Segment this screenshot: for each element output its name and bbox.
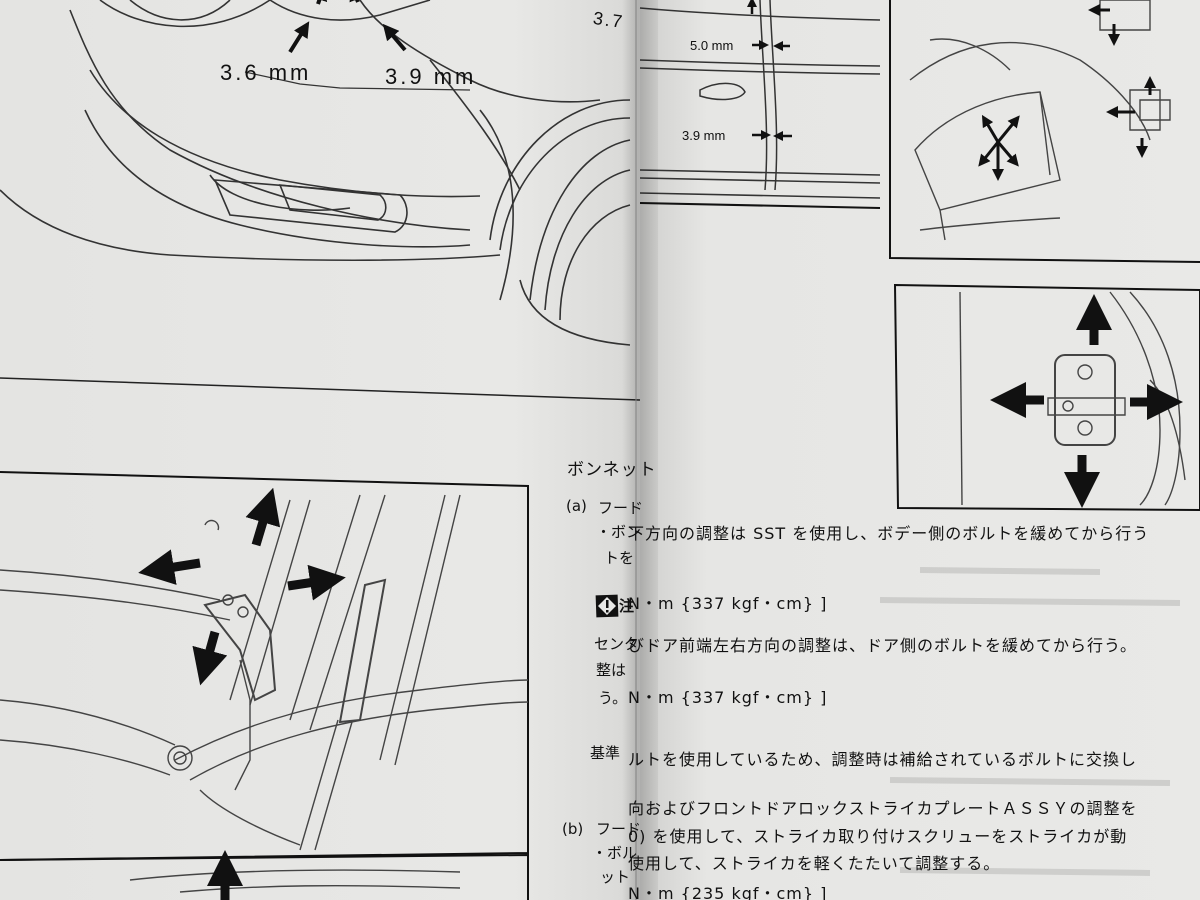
- instruction-line-5: 0) を使用して、ストライカ取り付けスクリューをストライカが動: [628, 827, 1128, 846]
- dimension-label-top: 5.0 mm: [690, 38, 734, 53]
- book-gutter-shadow: [622, 0, 658, 900]
- torque-line-3: N・m {235 kgf・cm} ]: [628, 884, 828, 900]
- torque-line-2: N・m {337 kgf・cm} ]: [628, 688, 828, 707]
- bullet-2: ・ボル: [592, 844, 638, 862]
- dimension-label-bottom: 3.9 mm: [682, 128, 726, 143]
- hood-hinge-diagram: [0, 471, 529, 861]
- striker-plate-diagram: [893, 283, 1200, 512]
- item-a-marker: (a): [566, 497, 587, 515]
- instruction-line-1: 下方向の調整は SST を使用し、ボデー側のボルトを緩めてから行う: [628, 524, 1150, 543]
- dimension-label-a: 3.6 mm: [220, 60, 312, 85]
- car-front-illustration: [0, 0, 631, 346]
- dimension-label-c: 3.7: [591, 7, 626, 33]
- instruction-line-3: ルトを使用しているため、調整時は補給されているボルトに交換し: [628, 750, 1138, 769]
- instruction-line-4: 向およびフロントドアロックストライカプレートＡＳＳＹの調整を: [628, 799, 1138, 818]
- lower-partial-diagram: [0, 850, 529, 900]
- section-rule: [0, 377, 641, 401]
- caution-icon: [595, 594, 619, 618]
- bullet-1: ・ボン: [596, 523, 642, 541]
- dimension-line: [244, 71, 471, 91]
- caution-label: 注: [619, 597, 635, 615]
- torque-line-1: N・m {337 kgf・cm} ]: [628, 594, 828, 613]
- note-line-2: 整は: [596, 661, 627, 679]
- bullet-2-cont: ット: [600, 868, 631, 886]
- item-b-text: フード: [596, 820, 642, 838]
- door-gap-diagram: [635, 0, 881, 900]
- left-page: [0, 0, 640, 900]
- bullet-1-cont: トを: [604, 549, 635, 567]
- instruction-line-6: 使用して、ストライカを軽くたたいて調整する。: [628, 854, 1001, 873]
- note-line-3: う。: [598, 689, 628, 707]
- instruction-line-2: びドア前端左右方向の調整は、ドア側のボルトを緩めてから行う。: [628, 636, 1138, 655]
- gap-arrows-car: [288, 0, 407, 54]
- gap-arrows-door: [747, 0, 792, 141]
- item-a-text: フード: [598, 499, 644, 517]
- dimension-label-b: 3.9 mm: [385, 64, 477, 89]
- right-page: [640, 0, 1200, 900]
- bleed-through-text: [879, 567, 1181, 876]
- item-b-marker: (b): [562, 820, 584, 838]
- note-line-1: センタ: [594, 635, 640, 653]
- section-heading: ボンネット: [567, 460, 657, 480]
- door-adjustment-diagram: [889, 0, 1200, 263]
- standard-label: 基準: [590, 744, 621, 762]
